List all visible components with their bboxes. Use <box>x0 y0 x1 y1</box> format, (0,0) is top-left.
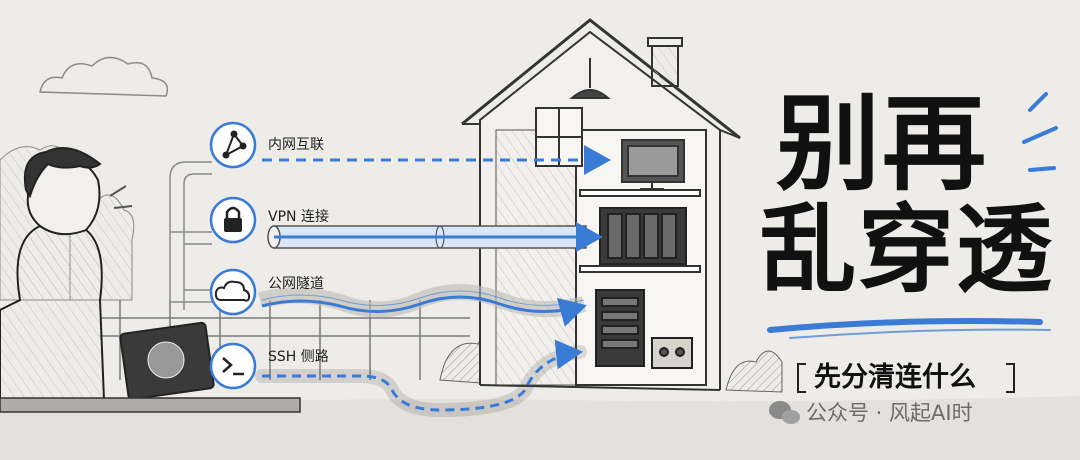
server-tower-icon <box>595 289 645 367</box>
subtitle: 先分清连什么 <box>814 362 976 393</box>
vpn-tunnel <box>267 222 603 252</box>
ssh-side-label: SSH 侧路 <box>268 349 329 365</box>
router-box-icon <box>651 337 693 369</box>
wechat-icon <box>769 401 800 424</box>
watermark: 公众号 · 风起AI时 <box>806 401 973 425</box>
monitor-icon <box>621 139 685 190</box>
pipes <box>169 161 212 310</box>
nas-device-icon <box>599 207 687 265</box>
person-with-laptop <box>0 147 215 401</box>
ssh-side-path <box>255 339 587 418</box>
title-line2: 乱穿透 <box>760 194 1054 306</box>
terminal-icon <box>209 342 257 390</box>
cloud-icon <box>209 268 257 316</box>
subtitle-brackets <box>797 363 1015 393</box>
title-underline <box>789 328 1051 339</box>
lock-icon <box>209 196 257 244</box>
desk <box>0 397 301 413</box>
lan-connection-label: 内网互联 <box>268 137 324 153</box>
decorative-strokes <box>1022 92 1058 172</box>
background-cloud <box>39 56 169 97</box>
vpn-connection-label: VPN 连接 <box>268 209 329 225</box>
network-nodes-icon <box>209 121 257 169</box>
title-underline <box>767 318 1043 333</box>
public-tunnel-label: 公网隧道 <box>268 276 324 292</box>
public-tunnel-wave <box>258 284 587 327</box>
title-line1: 别再 <box>776 83 989 205</box>
